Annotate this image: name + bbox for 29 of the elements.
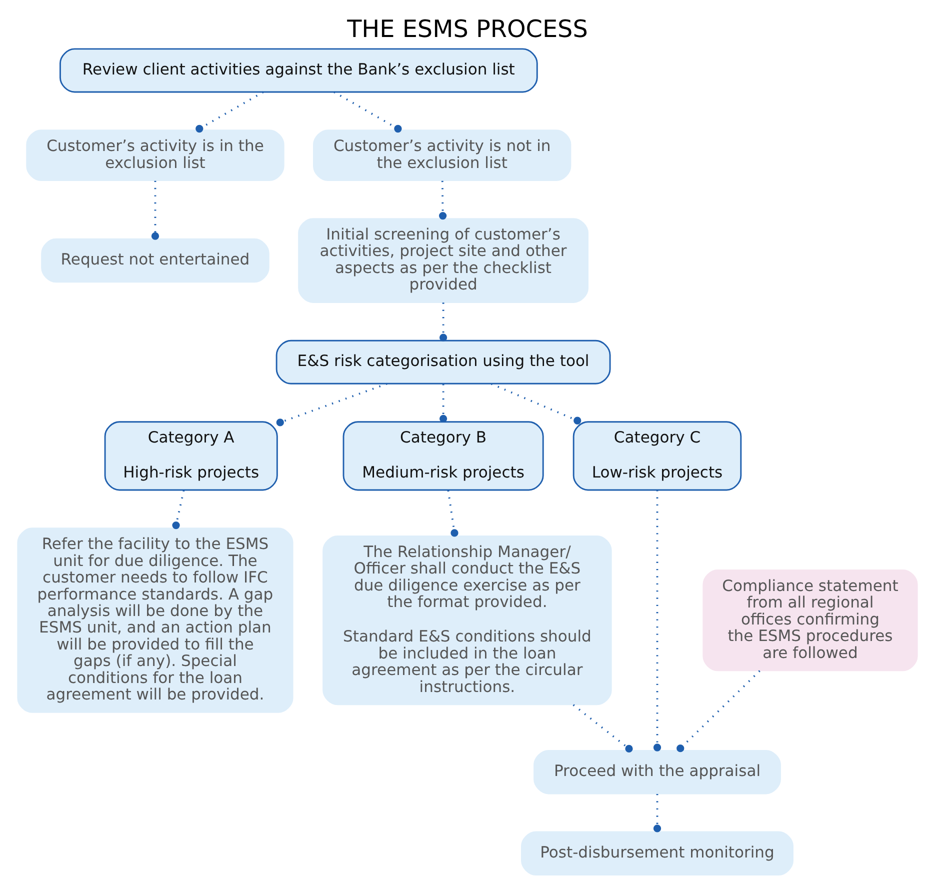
connector <box>276 382 388 426</box>
connector <box>676 670 760 752</box>
connector <box>572 704 633 753</box>
connector <box>196 91 264 133</box>
node-box: Category B Medium-risk projects <box>342 421 544 491</box>
node-box: Compliance statement from all regional offices confirming the ESMS procedures are followed <box>702 570 918 672</box>
connector <box>447 490 458 537</box>
node-box: Review client activities against the Bank’s exclusion list <box>60 48 538 93</box>
node-box: Post-disbursement monitoring <box>520 831 794 876</box>
node-box: The Relationship Manager/ Officer shall conduct the E&S due diligence exercise as per the format provided. Standard E&S conditions should be included in the loan agreement as per the circular instructions. <box>322 535 612 706</box>
node-box: Category A High-risk projects <box>104 421 278 491</box>
connector <box>439 302 448 342</box>
connector <box>334 91 402 133</box>
diagram-title: THE ESMS PROCESS <box>347 15 588 44</box>
connector <box>172 490 185 530</box>
node-box: Customer’s activity is in the exclusion list <box>26 130 284 182</box>
node-box: Proceed with the appraisal <box>534 750 781 794</box>
connector <box>490 382 582 424</box>
node-box: Request not entertained <box>41 238 270 283</box>
node-box: Refer the facility to the ESMS unit for due diligence. The customer needs to follow IFC performance standards. A gap analysis will be done by the ESMS unit, and an action plan will be provided to fill the gaps (if any). Special conditions for the loan agreement will be provided. <box>17 528 294 713</box>
connector <box>653 794 662 832</box>
node-box: Customer’s activity is not in the exclusion list <box>313 130 572 182</box>
connector <box>439 384 448 422</box>
connector <box>151 180 160 240</box>
connector <box>438 180 447 220</box>
connector <box>653 490 662 752</box>
node-box: Initial screening of customer’s activities, project site and other aspects as per the checklist provided <box>298 218 589 303</box>
node-box: Category C Low-risk projects <box>572 421 742 491</box>
node-box: E&S risk categorisation using the tool <box>276 340 611 384</box>
